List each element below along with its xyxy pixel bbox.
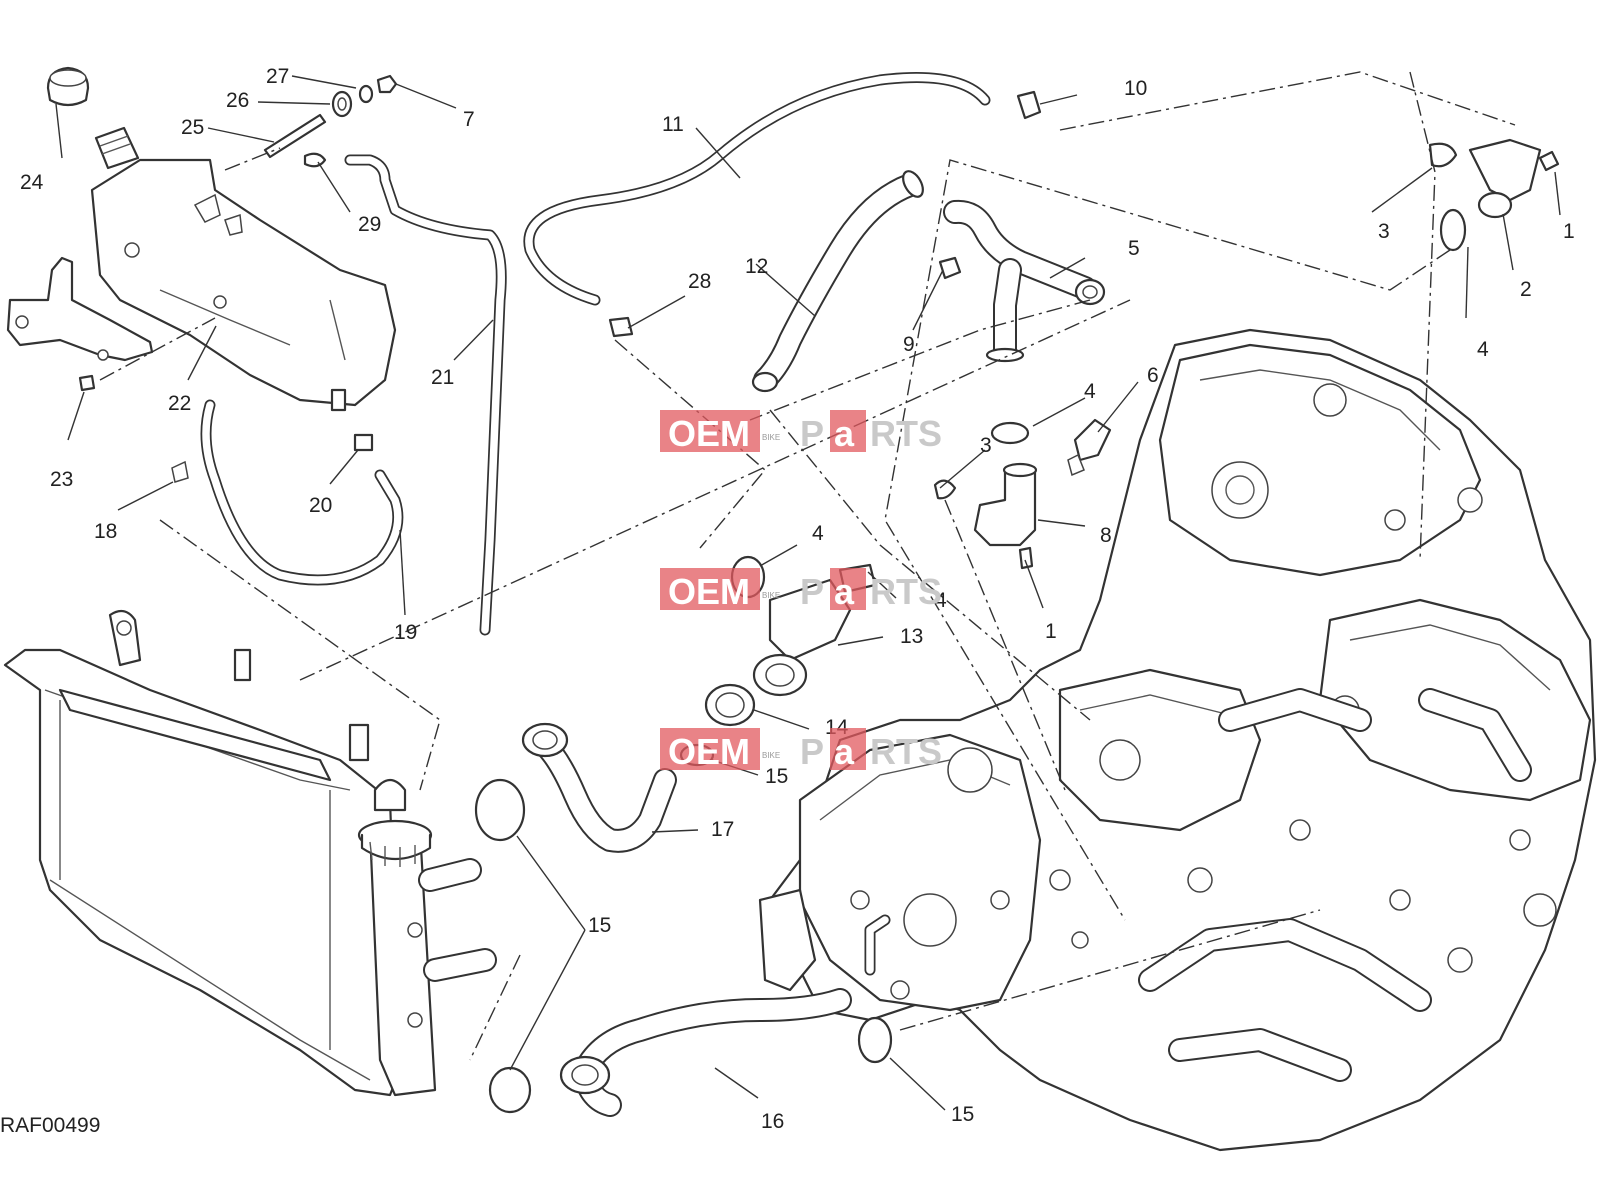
callout-12: 12	[745, 255, 768, 278]
callout-2: 2	[1520, 278, 1532, 301]
callout-1-mid: 1	[1045, 620, 1057, 643]
svg-text:RTS: RTS	[870, 413, 942, 454]
callout-15-top: 15	[765, 765, 788, 788]
hose-17	[521, 722, 677, 853]
callout-23: 23	[50, 468, 73, 491]
svg-text:P: P	[800, 731, 824, 772]
svg-text:RTS: RTS	[870, 571, 942, 612]
svg-text:OEM: OEM	[668, 731, 750, 772]
svg-text:P: P	[800, 571, 824, 612]
callout-15-mid: 15	[588, 914, 611, 937]
callout-24: 24	[20, 171, 44, 194]
svg-text:BIKE: BIKE	[762, 433, 780, 442]
expansion-tank	[90, 126, 397, 412]
callout-4-left: 4	[812, 522, 824, 545]
callout-8: 8	[1100, 524, 1112, 547]
callout-1-top: 1	[1563, 220, 1575, 243]
svg-text:a: a	[834, 731, 855, 772]
callout-6: 6	[1147, 364, 1159, 387]
callout-26: 26	[226, 89, 249, 112]
sensor-6	[1067, 418, 1112, 477]
drawing-code: RAF00499	[0, 1114, 100, 1137]
callout-20: 20	[309, 494, 332, 517]
callout-4-top: 4	[1477, 338, 1489, 361]
callout-7: 7	[463, 108, 475, 131]
callout-27: 27	[266, 65, 289, 88]
svg-text:a: a	[834, 571, 855, 612]
hose-11	[523, 72, 991, 306]
svg-text:P: P	[800, 413, 824, 454]
leader-lines	[55, 75, 1561, 1111]
callout-10: 10	[1124, 77, 1147, 100]
watermark-bottom: OEM BIKE P a RTS	[660, 728, 942, 772]
svg-text:BIKE: BIKE	[762, 751, 780, 760]
hose-19	[200, 399, 404, 586]
connection-lines	[99, 71, 1516, 1061]
callout-17: 17	[711, 818, 734, 841]
callout-3-mid: 3	[980, 434, 992, 457]
callout-3-top: 3	[1378, 220, 1390, 243]
watermark-middle: OEM BIKE P a RTS	[660, 568, 942, 612]
hose-21	[344, 154, 507, 636]
callout-5: 5	[1128, 237, 1140, 260]
callout-22: 22	[168, 392, 191, 415]
svg-text:RTS: RTS	[870, 731, 942, 772]
radiator	[3, 609, 497, 1097]
filler-cap	[46, 66, 90, 107]
side-cover	[758, 733, 1042, 1012]
callout-16: 16	[761, 1110, 784, 1133]
callout-18: 18	[94, 520, 117, 543]
svg-text:OEM: OEM	[668, 413, 750, 454]
callout-29: 29	[358, 213, 381, 236]
hose-5	[943, 199, 1106, 363]
housing-8	[973, 462, 1038, 547]
callout-13: 13	[900, 625, 923, 648]
callout-25: 25	[181, 116, 204, 139]
svg-text:a: a	[834, 413, 855, 454]
callout-21: 21	[431, 366, 454, 389]
callout-11: 11	[662, 113, 684, 136]
callout-28: 28	[688, 270, 711, 293]
svg-text:OEM: OEM	[668, 571, 750, 612]
tank-bracket	[6, 256, 154, 362]
callout-19: 19	[394, 621, 417, 644]
seal-ring-14	[704, 683, 756, 727]
callout-4-right: 4	[935, 589, 947, 612]
hose-12	[751, 170, 924, 393]
callout-9: 9	[903, 333, 915, 356]
small-hardware	[78, 90, 1560, 570]
callout-15-bottom: 15	[951, 1103, 974, 1126]
hose-16	[559, 988, 852, 1117]
callout-4-upper: 4	[1084, 380, 1096, 403]
bolt-assembly	[263, 74, 398, 159]
callout-numbers: 1 1 2 3 3 4 4 4 4 5 6 7 8 9 10 11 12 13 …	[0, 65, 1575, 1137]
svg-text:BIKE: BIKE	[762, 591, 780, 600]
watermark-top: OEM BIKE P a RTS	[660, 410, 942, 454]
